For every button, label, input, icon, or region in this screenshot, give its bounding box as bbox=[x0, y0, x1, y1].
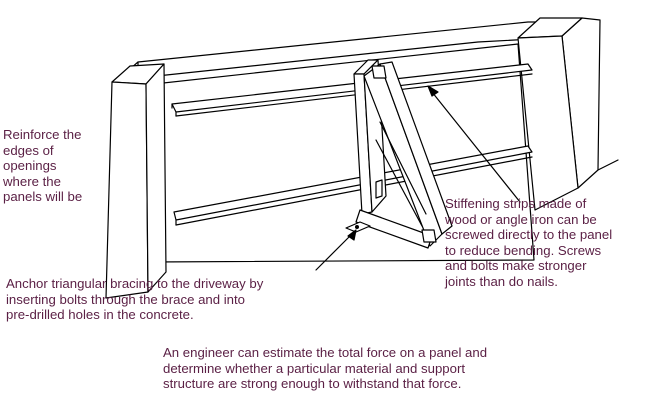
callout-arrow-anchor bbox=[315, 229, 357, 271]
stiffening-strip-upper bbox=[171, 63, 533, 117]
right-post bbox=[517, 17, 619, 211]
callout-arrow-stiffening bbox=[427, 85, 521, 203]
left-post bbox=[105, 63, 167, 299]
anchor-plate bbox=[345, 221, 371, 233]
caption-engineer-estimate: An engineer can estimate the total force… bbox=[163, 345, 488, 391]
triangular-brace bbox=[353, 59, 453, 249]
caption-reinforce-edges: Reinforce the edges of openings where th… bbox=[3, 127, 83, 204]
caption-stiffening-strips: Stiffening strips made of wood or angle … bbox=[445, 196, 613, 289]
caption-anchor-bracing: Anchor triangular bracing to the drivewa… bbox=[6, 276, 264, 322]
